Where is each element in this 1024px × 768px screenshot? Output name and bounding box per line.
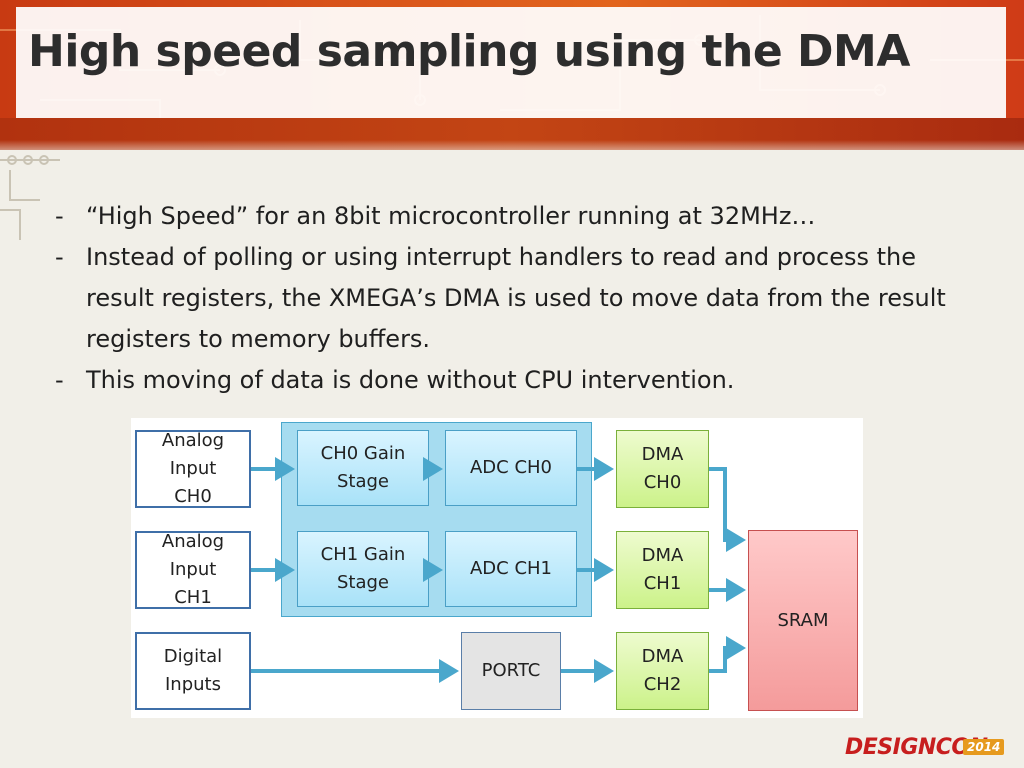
arrow-dma2-to-sram (709, 636, 746, 673)
bullet-item: - “High Speed” for an 8bit microcontroll… (55, 196, 985, 237)
bullet-text: Instead of polling or using interrupt ha… (86, 243, 946, 353)
portc-box: PORTC (461, 632, 561, 710)
bullet-text: “High Speed” for an 8bit microcontroller… (86, 202, 816, 230)
bullet-text: This moving of data is done without CPU … (86, 366, 735, 394)
bullet-list: - “High Speed” for an 8bit microcontroll… (55, 196, 985, 401)
bullet-item: - This moving of data is done without CP… (55, 360, 985, 401)
bullet-item: - Instead of polling or using interrupt … (55, 237, 985, 360)
bullet-dash: - (55, 202, 64, 230)
circuit-corner-decoration (0, 155, 60, 240)
logo-year-badge: 2014 (963, 739, 1005, 755)
adc-ch0-box: ADC CH0 (445, 430, 577, 506)
title-box (16, 7, 1006, 118)
slide-title: High speed sampling using the DMA (28, 26, 910, 77)
bullet-dash: - (55, 243, 64, 271)
bullet-dash: - (55, 366, 64, 394)
sram-box: SRAM (748, 530, 858, 711)
connection-arrows (251, 457, 746, 683)
banner-fade (0, 140, 1024, 150)
arrow-dma0-to-sram (709, 467, 746, 552)
adc-ch1-box: ADC CH1 (445, 531, 577, 607)
header-banner: High speed sampling using the DMA (0, 0, 1024, 150)
